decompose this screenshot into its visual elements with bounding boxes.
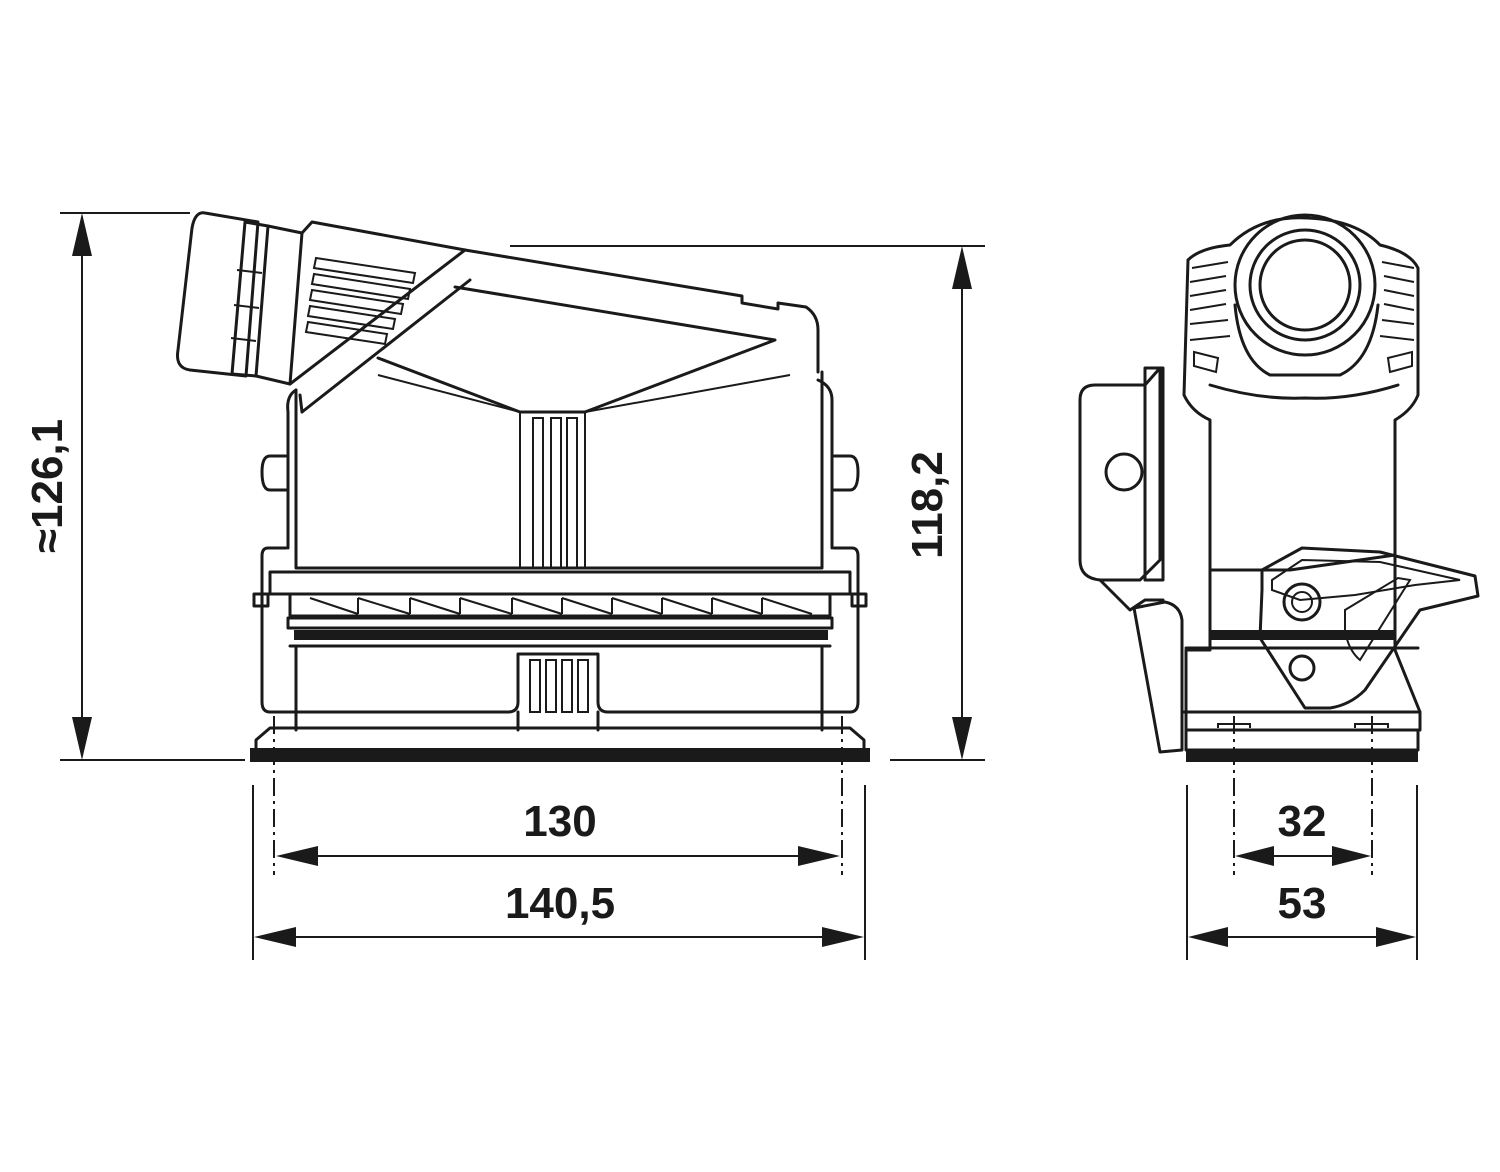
rib-pattern	[309, 597, 813, 615]
side-mount-tab	[1078, 366, 1165, 612]
dim-base-width	[252, 785, 866, 960]
label-base-depth: 53	[1278, 879, 1327, 928]
locking-lever	[1258, 546, 1480, 710]
housing-top	[376, 248, 820, 414]
side-gland	[1182, 213, 1420, 572]
side-lower-housing	[1132, 553, 1422, 754]
dim-base-depth	[1186, 785, 1418, 960]
side-grip-ribs	[1189, 261, 1415, 374]
cable-gland	[176, 211, 472, 414]
label-hole-spacing-width: 130	[523, 797, 596, 846]
side-base-plate	[1184, 716, 1420, 875]
lower-frame	[252, 546, 868, 732]
base-plate	[250, 716, 870, 875]
dimension-labels: ≈126,1 118,2 130 140,5 32 53	[23, 419, 1326, 928]
label-base-width: 140,5	[505, 879, 615, 928]
side-view	[1078, 213, 1480, 875]
label-hole-spacing-depth: 32	[1278, 797, 1327, 846]
dim-hole-spacing-width	[276, 846, 840, 866]
dim-housing-height	[510, 245, 985, 761]
dim-overall-height	[60, 212, 245, 761]
dimension-lines	[60, 212, 1418, 960]
front-view	[176, 211, 870, 875]
label-overall-height: ≈126,1	[23, 419, 72, 553]
dim-hole-spacing-depth	[1235, 846, 1371, 866]
housing-body	[260, 370, 860, 570]
label-housing-height: 118,2	[903, 451, 952, 559]
gland-ribs	[304, 256, 417, 346]
